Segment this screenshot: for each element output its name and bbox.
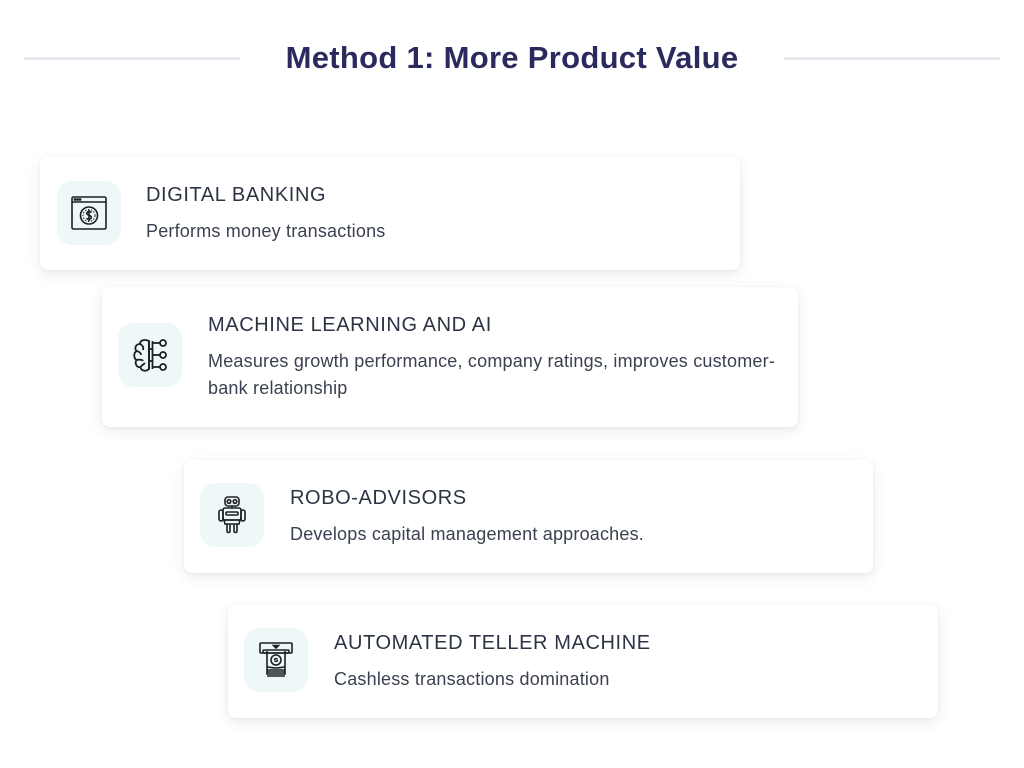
card-heading: AUTOMATED TELLER MACHINE	[334, 632, 651, 654]
card-heading: DIGITAL BANKING	[146, 184, 327, 206]
atm-cash-icon	[259, 642, 293, 677]
icon-container	[118, 323, 182, 387]
card-machine-learning-ai: MACHINE LEARNING AND AI Measures growth …	[102, 287, 798, 427]
page-title: Method 1: More Product Value	[285, 40, 739, 75]
robot-icon	[218, 496, 246, 534]
icon-container	[57, 181, 121, 245]
title-row: Method 1: More Product Value	[0, 36, 1024, 80]
title-divider-right	[784, 57, 1000, 60]
icon-container	[200, 483, 264, 547]
card-digital-banking: DIGITAL BANKING Performs money transacti…	[40, 157, 740, 270]
icon-container	[244, 628, 308, 692]
card-description: Performs money transactions	[146, 221, 386, 241]
browser-dollar-icon	[71, 196, 107, 230]
title-divider-left	[24, 57, 240, 60]
card-description: Cashless transactions domination	[334, 669, 610, 689]
brain-circuit-icon	[133, 339, 167, 372]
card-automated-teller-machine: AUTOMATED TELLER MACHINE Cashless transa…	[228, 605, 938, 718]
card-heading: MACHINE LEARNING AND AI	[208, 314, 492, 336]
card-heading: ROBO-ADVISORS	[290, 487, 467, 509]
card-description: Measures growth performance, company rat…	[208, 351, 776, 398]
card-description: Develops capital management approaches.	[290, 524, 645, 544]
card-robo-advisors: ROBO-ADVISORS Develops capital managemen…	[184, 460, 873, 573]
